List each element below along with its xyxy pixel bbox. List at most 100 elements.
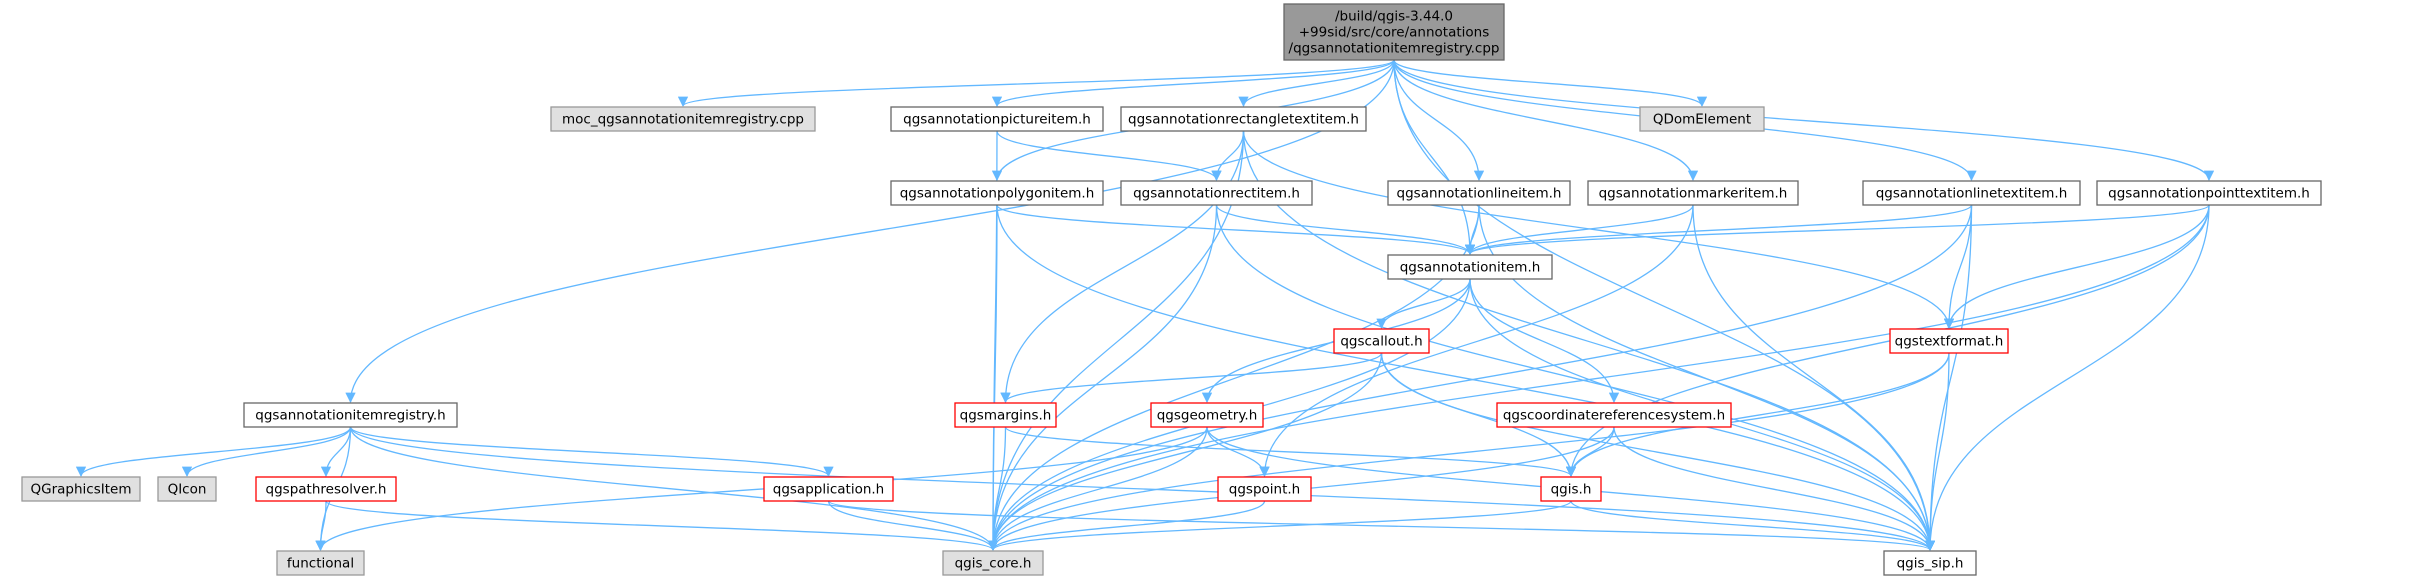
node-box-pathresolver bbox=[255, 476, 397, 502]
node-label-pathresolver-0: qgspathresolver.h bbox=[266, 482, 387, 498]
node-label-textformat-0: qgstextformat.h bbox=[1895, 334, 2004, 350]
node-box-application bbox=[763, 476, 894, 502]
node-margins[interactable]: qgsmargins.h bbox=[954, 402, 1057, 428]
node-qicon[interactable]: QIcon bbox=[157, 476, 217, 502]
node-marker[interactable]: qgsannotationmarkeritem.h bbox=[1587, 180, 1799, 206]
node-textformat[interactable]: qgstextformat.h bbox=[1889, 328, 2009, 354]
node-registry[interactable]: qgsannotationitemregistry.h bbox=[243, 402, 458, 428]
node-box-geometry bbox=[1150, 402, 1264, 428]
node-box-moc bbox=[550, 106, 816, 132]
node-qgis[interactable]: qgis.h bbox=[1540, 476, 1602, 502]
edge-pathresolver-to-core bbox=[325, 500, 998, 552]
edge-root-to-moc bbox=[678, 59, 1395, 108]
node-box-recttext bbox=[1120, 106, 1367, 132]
node-box-registry bbox=[243, 402, 458, 428]
node-sip[interactable]: qgis_sip.h bbox=[1883, 550, 1977, 576]
node-label-pointtext-0: qgsannotationpointtextitem.h bbox=[2108, 186, 2310, 202]
node-lineitem[interactable]: qgsannotationlineitem.h bbox=[1387, 180, 1571, 206]
node-box-margins bbox=[954, 402, 1057, 428]
node-polygon[interactable]: qgsannotationpolygonitem.h bbox=[890, 180, 1104, 206]
node-label-callout-0: qgscallout.h bbox=[1340, 334, 1422, 350]
node-label-item-0: qgsannotationitem.h bbox=[1400, 260, 1541, 276]
node-functional[interactable]: functional bbox=[276, 550, 365, 576]
edge-registry-to-sip bbox=[349, 426, 1935, 552]
edge-registry-to-pathresolver bbox=[320, 426, 352, 478]
edge-picture-to-rectitem bbox=[996, 130, 1222, 182]
node-box-functional bbox=[276, 550, 365, 576]
node-qgraphics[interactable]: QGraphicsItem bbox=[21, 476, 141, 502]
edge-registry-to-qicon bbox=[181, 426, 352, 478]
node-label-moc-0: moc_qgsannotationitemregistry.cpp bbox=[562, 112, 804, 128]
edge-recttext-to-margins bbox=[1000, 130, 1245, 404]
edge-callout-to-core bbox=[987, 352, 1383, 552]
edge-polygon-to-core bbox=[987, 204, 999, 552]
node-linetext[interactable]: qgsannotationlinetextitem.h bbox=[1862, 180, 2081, 206]
edge-registry-to-qgraphics bbox=[75, 426, 352, 478]
edge-application-to-sip bbox=[827, 500, 1935, 552]
node-pathresolver[interactable]: qgspathresolver.h bbox=[255, 476, 397, 502]
edge-pointtext-to-textformat bbox=[1943, 204, 2210, 330]
edge-root-to-recttext bbox=[1238, 59, 1395, 108]
edge-rectitem-to-sip bbox=[1215, 204, 1936, 552]
node-label-root-1: +99sid/src/core/annotations bbox=[1299, 25, 1490, 41]
edge-pointtext-to-core bbox=[987, 204, 2210, 552]
node-label-recttext-0: qgsannotationrectangletextitem.h bbox=[1128, 112, 1359, 128]
node-box-item bbox=[1387, 254, 1553, 280]
edge-qgis-to-core bbox=[988, 500, 1572, 552]
edge-registry-to-core bbox=[349, 426, 999, 552]
node-point[interactable]: qgspoint.h bbox=[1217, 476, 1312, 502]
edge-rectitem-to-item bbox=[1215, 204, 1476, 256]
node-label-qicon-0: QIcon bbox=[168, 482, 207, 498]
node-geometry[interactable]: qgsgeometry.h bbox=[1150, 402, 1264, 428]
node-box-picture bbox=[890, 106, 1104, 132]
edge-root-to-lineitem bbox=[1393, 59, 1485, 182]
node-label-sip-0: qgis_sip.h bbox=[1897, 556, 1964, 572]
edge-polygon-to-sip bbox=[996, 204, 1936, 552]
edge-application-to-core bbox=[827, 500, 999, 552]
edge-marker-to-sip bbox=[1692, 204, 1936, 552]
edge-geometry-to-point bbox=[1206, 426, 1270, 478]
node-box-qgraphics bbox=[21, 476, 141, 502]
edge-recttext-to-core bbox=[987, 130, 1245, 552]
edge-geometry-to-core bbox=[987, 426, 1208, 552]
node-callout[interactable]: qgscallout.h bbox=[1333, 328, 1430, 354]
node-box-marker bbox=[1587, 180, 1799, 206]
node-item[interactable]: qgsannotationitem.h bbox=[1387, 254, 1553, 280]
node-label-qgraphics-0: QGraphicsItem bbox=[31, 482, 132, 498]
edge-root-to-marker bbox=[1393, 59, 1699, 182]
node-crs[interactable]: qgscoordinatereferencesystem.h bbox=[1496, 402, 1732, 428]
edge-rectitem-to-core bbox=[987, 204, 1218, 552]
node-box-point bbox=[1217, 476, 1312, 502]
node-label-rectitem-0: qgsannotationrectitem.h bbox=[1133, 186, 1300, 202]
node-box-core bbox=[942, 550, 1044, 576]
edge-qgis-to-sip bbox=[1570, 500, 1936, 552]
edge-linetext-to-core bbox=[987, 204, 1973, 552]
node-box-polygon bbox=[890, 180, 1104, 206]
edge-item-to-callout bbox=[1376, 278, 1471, 330]
node-core[interactable]: qgis_core.h bbox=[942, 550, 1044, 576]
node-box-qdom bbox=[1639, 106, 1765, 132]
node-label-polygon-0: qgsannotationpolygonitem.h bbox=[900, 186, 1095, 202]
node-box-qicon bbox=[157, 476, 217, 502]
edge-crs-to-sip bbox=[1613, 426, 1936, 552]
node-qdom[interactable]: QDomElement bbox=[1639, 106, 1765, 132]
edge-margins-to-qgis bbox=[1004, 426, 1576, 478]
node-pointtext[interactable]: qgsannotationpointtextitem.h bbox=[2096, 180, 2322, 206]
edge-registry-to-application bbox=[349, 426, 834, 478]
node-picture[interactable]: qgsannotationpictureitem.h bbox=[890, 106, 1104, 132]
edge-linetext-to-sip bbox=[1924, 204, 1973, 552]
edge-margins-to-core bbox=[987, 426, 1007, 552]
node-rectitem[interactable]: qgsannotationrectitem.h bbox=[1120, 180, 1313, 206]
node-root[interactable]: /build/qgis-3.44.0+99sid/src/core/annota… bbox=[1283, 3, 1505, 61]
node-label-qdom-0: QDomElement bbox=[1653, 112, 1751, 128]
edge-marker-to-item bbox=[1464, 204, 1694, 256]
edge-root-to-sip bbox=[1393, 59, 1936, 552]
edge-item-to-crs bbox=[1469, 278, 1620, 404]
node-moc[interactable]: moc_qgsannotationitemregistry.cpp bbox=[550, 106, 816, 132]
node-label-root-2: /qgsannotationitemregistry.cpp bbox=[1289, 41, 1500, 57]
edge-polygon-to-item bbox=[996, 204, 1476, 256]
node-box-textformat bbox=[1889, 328, 2009, 354]
node-recttext[interactable]: qgsannotationrectangletextitem.h bbox=[1120, 106, 1367, 132]
node-box-callout bbox=[1333, 328, 1430, 354]
node-application[interactable]: qgsapplication.h bbox=[763, 476, 894, 502]
